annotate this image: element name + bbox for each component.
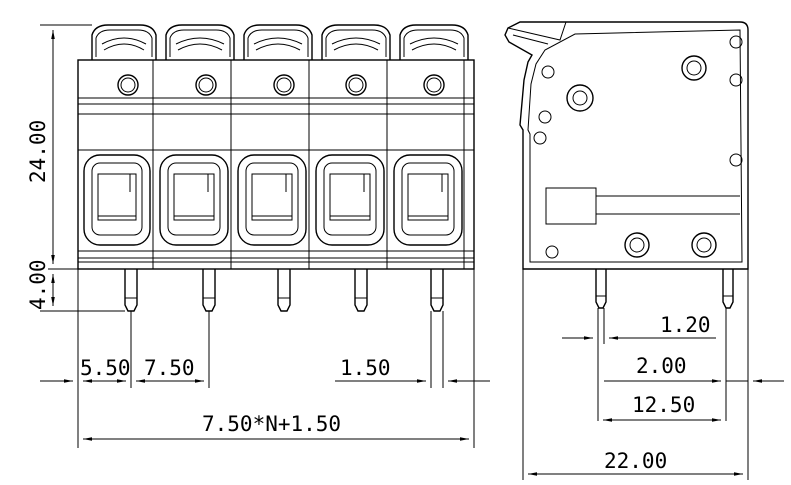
wire-entry	[83, 154, 151, 246]
dim-12-50: 12.50	[632, 393, 695, 417]
dim-1-50: 1.50	[340, 356, 391, 380]
test-hole	[273, 74, 295, 96]
dim-total-width: 7.50*N+1.50	[202, 412, 341, 436]
front-pins	[124, 269, 444, 312]
test-hole	[423, 74, 445, 96]
dim-1-20: 1.20	[660, 313, 711, 337]
wire-entry	[393, 154, 463, 246]
dim-2-00: 2.00	[636, 354, 687, 378]
front-pole-3	[237, 24, 313, 246]
test-hole	[117, 74, 139, 96]
pin	[354, 269, 368, 312]
side-holes	[533, 35, 743, 259]
release-lever	[165, 24, 235, 60]
release-lever	[243, 24, 313, 60]
dim-5-50: 5.50	[80, 356, 131, 380]
wire-entry	[315, 154, 385, 246]
release-lever	[91, 24, 157, 60]
front-dimensions	[40, 24, 490, 448]
test-hole	[345, 74, 367, 96]
pin	[277, 269, 291, 312]
side-view: 1.20 2.00 12.50 22.00	[504, 21, 784, 480]
front-body-outline	[77, 59, 475, 270]
dim-7-50: 7.50	[144, 356, 195, 380]
front-pole-4	[315, 24, 391, 246]
wire-entry	[159, 154, 229, 246]
pin	[430, 269, 444, 312]
side-body-inner	[527, 29, 743, 263]
side-dimensions	[522, 269, 784, 480]
dim-24-00: 24.00	[26, 120, 50, 183]
front-view: 24.00 4.00 5.50 7.50 1.50 7.50*N+1.50	[26, 24, 490, 448]
pin	[722, 269, 734, 309]
pin	[124, 269, 138, 312]
dim-22-00: 22.00	[604, 449, 667, 473]
pin	[202, 269, 216, 312]
front-pole-1	[83, 24, 157, 246]
release-lever	[321, 24, 391, 60]
front-body-lines	[78, 60, 474, 269]
wire-entry	[237, 154, 307, 246]
release-lever	[399, 24, 469, 60]
test-hole	[195, 74, 217, 96]
dim-4-00: 4.00	[26, 259, 50, 310]
side-body-outline	[504, 21, 749, 270]
side-pins	[595, 269, 734, 309]
wire-channel	[546, 187, 740, 225]
front-pole-5	[393, 24, 469, 246]
pin	[595, 269, 607, 309]
front-pole-2	[159, 24, 235, 246]
